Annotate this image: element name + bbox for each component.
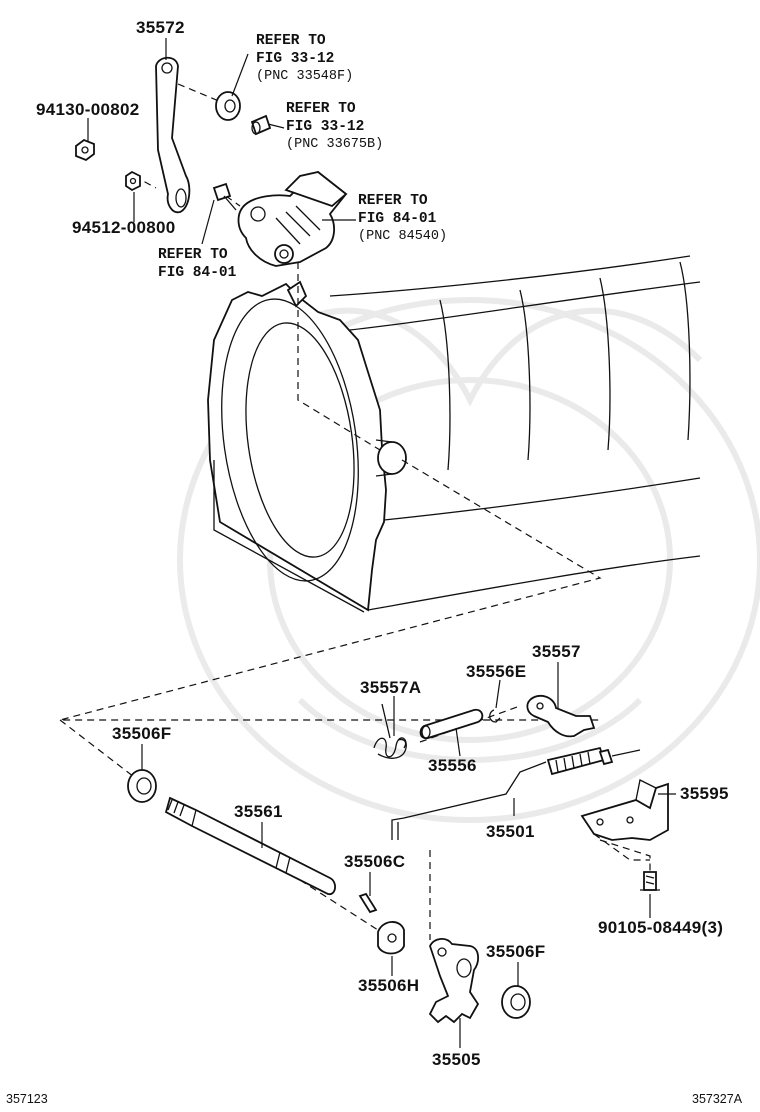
ref4-line1: REFER TO bbox=[158, 247, 228, 263]
label-35506C: 35506C bbox=[344, 852, 406, 871]
leader-lines bbox=[87, 38, 676, 1048]
label-35506H: 35506H bbox=[358, 976, 420, 995]
ref3-line1: REFER TO bbox=[358, 193, 428, 209]
ref3-line2: FIG 84-01 bbox=[358, 211, 437, 227]
label-94512-00800: 94512-00800 bbox=[72, 218, 176, 237]
part-35557-detent-lever bbox=[526, 694, 596, 738]
part-pin-33675b bbox=[250, 114, 272, 136]
part-35561-shaft bbox=[164, 796, 336, 895]
part-bolt-84-01 bbox=[212, 182, 237, 211]
assembly-guide-lines bbox=[59, 83, 651, 940]
part-90105-08449-bolt bbox=[640, 871, 660, 891]
label-35506F-right: 35506F bbox=[486, 942, 546, 961]
part-35556E-clip bbox=[489, 709, 501, 723]
label-35501: 35501 bbox=[486, 822, 535, 841]
part-35556-pin bbox=[419, 708, 484, 740]
part-35506C-spring-pin bbox=[358, 892, 378, 914]
footer-left-code: 357123 bbox=[6, 1092, 48, 1106]
ref2-line1: REFER TO bbox=[286, 101, 356, 117]
label-35572: 35572 bbox=[136, 18, 185, 37]
label-35561: 35561 bbox=[234, 802, 283, 821]
label-90105-08449: 90105-08449(3) bbox=[598, 918, 724, 937]
label-94130-00802: 94130-00802 bbox=[36, 100, 140, 119]
ref1-line1: REFER TO bbox=[256, 33, 326, 49]
label-35595: 35595 bbox=[680, 784, 729, 803]
label-35556E: 35556E bbox=[466, 662, 527, 681]
ref-fig-84-01-84540: REFER TO FIG 84-01 (PNC 84540) bbox=[358, 192, 447, 246]
label-35557A: 35557A bbox=[360, 678, 422, 697]
ref1-line2: FIG 33-12 bbox=[256, 51, 335, 67]
label-35505: 35505 bbox=[432, 1050, 481, 1069]
part-35506F-oil-seal-right bbox=[501, 985, 531, 1019]
part-neutral-start-switch bbox=[237, 170, 348, 267]
part-35572-lever bbox=[155, 56, 191, 214]
part-35557A-spring bbox=[373, 703, 407, 759]
label-35556: 35556 bbox=[428, 756, 477, 775]
label-35557: 35557 bbox=[532, 642, 581, 661]
part-35506H-collar bbox=[377, 921, 405, 955]
part-bushing-33548f bbox=[215, 91, 241, 121]
transmission-housing bbox=[207, 255, 701, 613]
ref1-line3: (PNC 33548F) bbox=[256, 69, 354, 84]
ref-fig-33-12-33548f: REFER TO FIG 33-12 (PNC 33548F) bbox=[256, 32, 353, 86]
part-nut-94512-00800 bbox=[125, 170, 141, 192]
part-35505-detent-plate bbox=[428, 938, 480, 1024]
ref4-line2: FIG 84-01 bbox=[158, 265, 237, 281]
label-35506F-left: 35506F bbox=[112, 724, 172, 743]
part-35595-bracket bbox=[580, 779, 669, 861]
footer-right-code: 357327A bbox=[692, 1092, 743, 1106]
ref2-line2: FIG 33-12 bbox=[286, 119, 365, 135]
ref3-line3: (PNC 84540) bbox=[358, 229, 448, 244]
part-35501-control-rod bbox=[391, 746, 641, 840]
part-nut-94130-00802 bbox=[75, 138, 95, 162]
part-35506F-oil-seal-left bbox=[127, 769, 157, 803]
ref-fig-33-12-33675b: REFER TO FIG 33-12 (PNC 33675B) bbox=[286, 100, 383, 154]
ref2-line3: (PNC 33675B) bbox=[286, 137, 384, 152]
ref-fig-84-01: REFER TO FIG 84-01 bbox=[158, 246, 236, 282]
